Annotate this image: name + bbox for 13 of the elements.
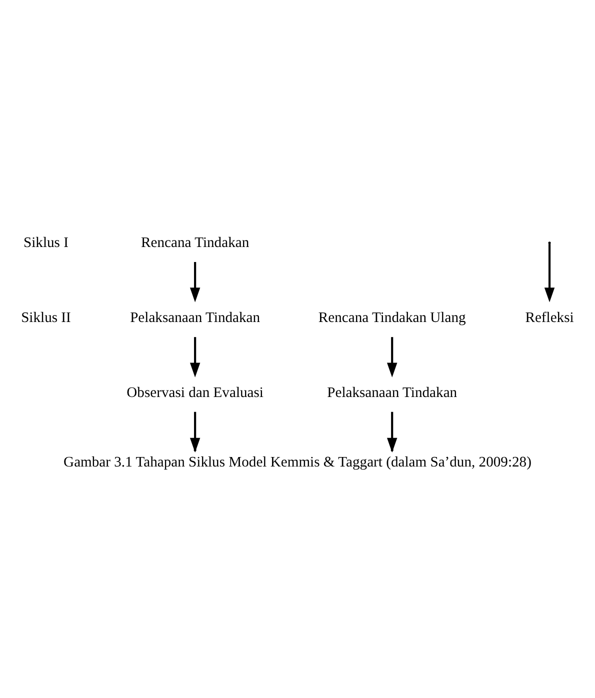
arrow	[387, 336, 398, 377]
label: Siklus I	[24, 234, 68, 250]
arrow	[190, 262, 200, 302]
node-text: Rencana Tindakan Ulang	[318, 309, 466, 326]
node-text: Rencana Tindakan	[141, 234, 250, 250]
arrow	[544, 244, 555, 302]
node-text: Pelaksanaan Tindakan	[327, 384, 458, 400]
arrow	[190, 336, 200, 377]
node-text: Refleksi	[525, 309, 574, 326]
node-text: Pelaksanaan Tindakan	[130, 309, 260, 326]
caption: Gambar 3.1 Tahapan Siklus Model Kemmis & Taggart (dalam Sa’dun, 2009:28)	[64, 454, 532, 470]
node-text: Observasi dan Evaluasi	[126, 384, 264, 400]
label: Siklus II	[21, 309, 71, 326]
